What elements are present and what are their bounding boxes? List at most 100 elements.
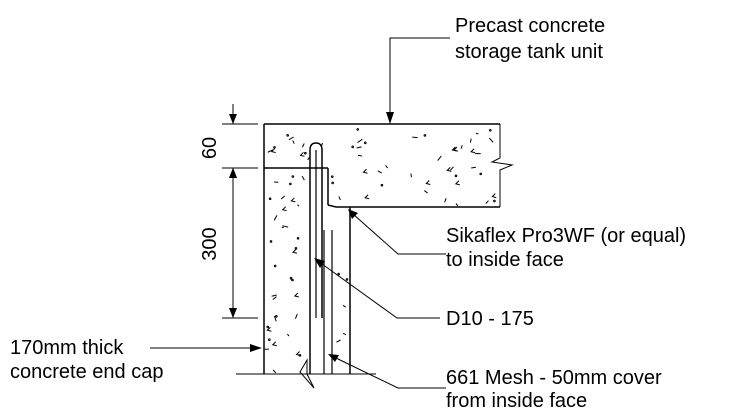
concrete-speckle xyxy=(299,151,305,157)
concrete-speckle xyxy=(294,247,298,250)
concrete-speckle xyxy=(410,173,412,178)
concrete-speckle xyxy=(275,315,278,318)
concrete-speckle xyxy=(345,278,349,281)
concrete-speckle xyxy=(280,195,286,200)
concrete-speckle xyxy=(454,174,458,178)
concrete-speckle xyxy=(364,194,370,200)
concrete-speckle xyxy=(273,264,277,268)
concrete-speckle xyxy=(287,333,290,337)
concrete-speckle xyxy=(290,197,296,203)
concrete-speckle xyxy=(304,151,307,155)
reinforcement xyxy=(309,142,333,374)
leader-sealant xyxy=(348,209,446,255)
concrete-speckle xyxy=(289,276,293,280)
label-bar: D10 - 175 xyxy=(446,308,534,330)
label-tank-line1: Precast concrete xyxy=(455,15,605,37)
concrete-speckle xyxy=(423,134,427,137)
concrete-speckle xyxy=(337,272,340,276)
dimension-top-label: 60 xyxy=(199,137,221,159)
concrete-speckle xyxy=(330,175,334,178)
label-mesh-line2: from inside face xyxy=(446,390,587,412)
concrete-speckle xyxy=(301,143,305,148)
concrete-speckle xyxy=(454,180,460,186)
concrete-speckle xyxy=(274,315,277,322)
leader-tank xyxy=(386,37,450,124)
concrete-speckle xyxy=(488,129,492,132)
concrete-speckle xyxy=(452,146,459,152)
label-tank-line2: storage tank unit xyxy=(455,41,603,63)
concrete-speckle xyxy=(338,196,341,201)
concrete-speckle xyxy=(460,145,463,149)
concrete-speckle xyxy=(469,138,472,143)
label-endcap-line2: concrete end cap xyxy=(10,361,163,383)
leader-bar xyxy=(314,258,440,319)
concrete-speckle xyxy=(272,296,277,300)
concrete-speckle xyxy=(471,166,476,169)
concrete-speckle xyxy=(357,138,363,144)
concrete-speckle xyxy=(286,134,289,137)
dimension-300: 300 xyxy=(199,168,258,319)
concrete-speckle xyxy=(491,193,497,199)
leader-mesh xyxy=(328,354,446,389)
concrete-speckle xyxy=(292,248,298,254)
concrete-speckle xyxy=(363,141,367,145)
concrete-speckle xyxy=(298,354,302,357)
concrete-speckle xyxy=(336,339,341,343)
concrete-speckle xyxy=(455,203,459,207)
concrete-speckle xyxy=(268,197,272,201)
concrete-speckle xyxy=(307,157,310,161)
concrete-speckle xyxy=(450,166,454,171)
concrete-speckle xyxy=(479,172,483,176)
label-endcap-line1: 170mm thick xyxy=(10,337,124,359)
label-mesh-line1: 661 Mesh - 50mm cover xyxy=(446,367,662,389)
concrete-speckle xyxy=(272,369,277,374)
concrete-speckle xyxy=(291,175,295,178)
concrete-speckle xyxy=(470,148,476,154)
dimension-side-label: 300 xyxy=(199,227,221,260)
concrete-speckle xyxy=(281,206,287,212)
concrete-speckle xyxy=(301,175,305,181)
concrete-speckle xyxy=(444,198,447,203)
concrete-speckle xyxy=(342,304,346,308)
concrete-hatch xyxy=(264,128,497,374)
concrete-speckle xyxy=(271,294,277,297)
concrete-speckle xyxy=(357,154,362,157)
label-sealant-line1: Sikaflex Pro3WF (or equal) xyxy=(446,225,686,247)
concrete-speckle xyxy=(331,181,334,185)
dimension-60: 60 xyxy=(199,104,258,188)
concrete-speckle xyxy=(296,236,300,240)
concrete-speckle xyxy=(273,215,278,221)
concrete-speckle xyxy=(424,190,429,194)
concrete-speckle xyxy=(282,225,289,228)
concrete-end-cap xyxy=(236,168,376,389)
concrete-speckle xyxy=(356,128,360,131)
concrete-speckle xyxy=(288,136,294,141)
concrete-speckle xyxy=(437,155,442,161)
concrete-speckle xyxy=(377,170,383,174)
concrete-speckle xyxy=(342,332,347,336)
leader-endcap xyxy=(150,344,262,352)
concrete-speckle xyxy=(485,200,489,205)
label-sealant-line2: to inside face xyxy=(446,249,564,271)
concrete-speckle xyxy=(266,325,270,329)
concrete-speckle xyxy=(380,183,384,187)
concrete-speckle xyxy=(356,146,362,149)
precast-tank-unit xyxy=(263,123,514,208)
concrete-speckle xyxy=(292,140,295,144)
concrete-speckle xyxy=(385,165,389,169)
concrete-speckle xyxy=(294,313,298,319)
concrete-speckle xyxy=(362,168,368,174)
concrete-speckle xyxy=(493,199,496,203)
concrete-speckle xyxy=(266,326,272,332)
concrete-speckle xyxy=(291,278,294,282)
concrete-speckle xyxy=(446,167,452,172)
concrete-speckle xyxy=(271,341,277,347)
concrete-speckle xyxy=(293,292,299,298)
concrete-speckle xyxy=(475,132,479,135)
concrete-speckle xyxy=(425,180,431,185)
concrete-speckle xyxy=(273,146,276,149)
concrete-speckle xyxy=(269,240,273,243)
concrete-speckle xyxy=(289,182,292,186)
concrete-speckle xyxy=(270,148,276,154)
